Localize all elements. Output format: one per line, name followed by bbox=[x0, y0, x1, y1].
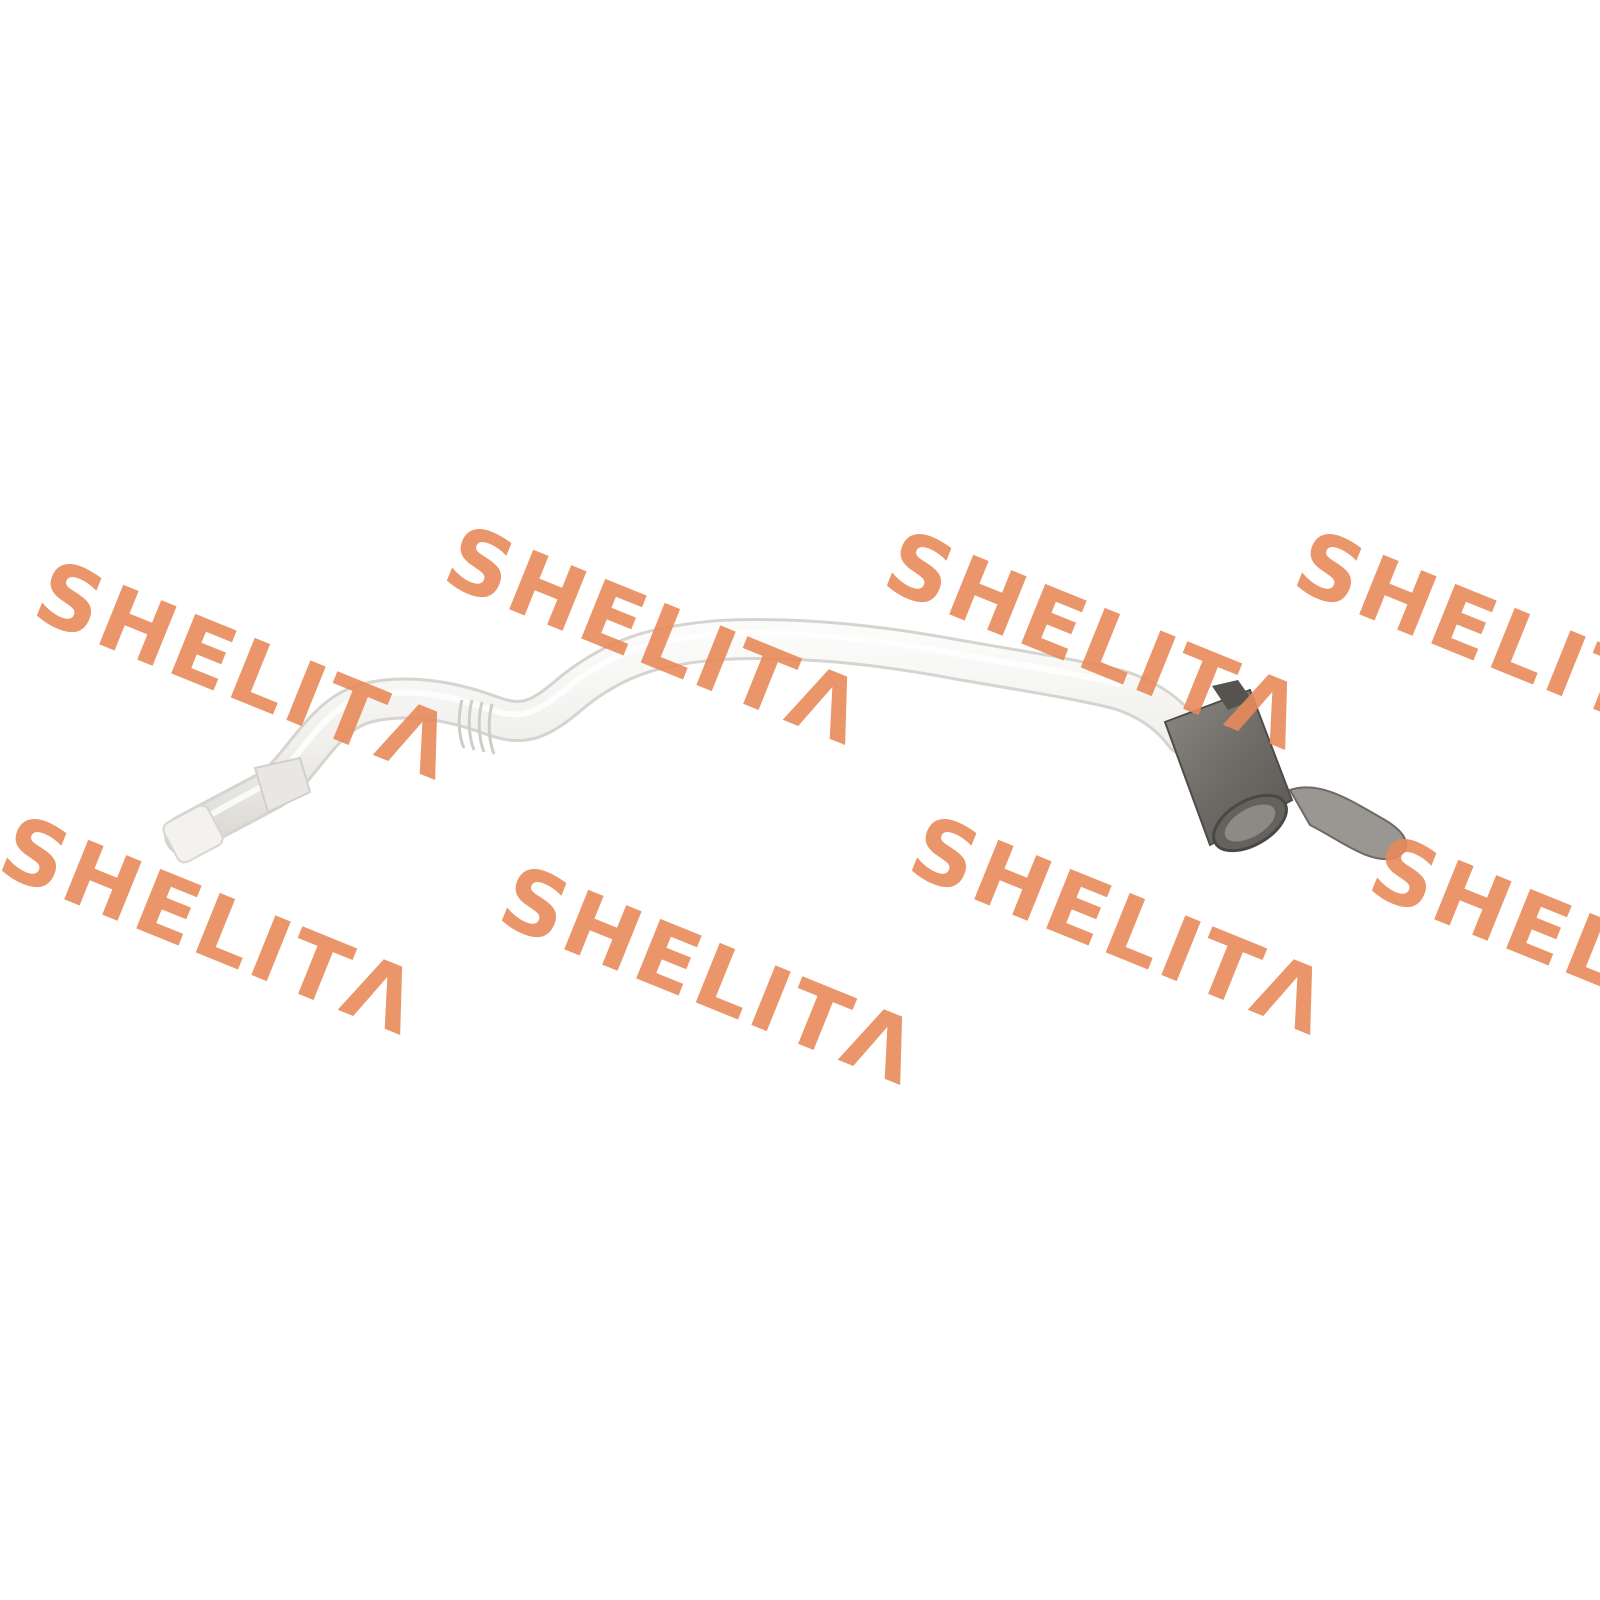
hose-end-collar bbox=[162, 756, 312, 864]
hose-ribs bbox=[457, 699, 496, 755]
hose-body bbox=[164, 618, 1206, 856]
metal-connector bbox=[1163, 680, 1407, 861]
